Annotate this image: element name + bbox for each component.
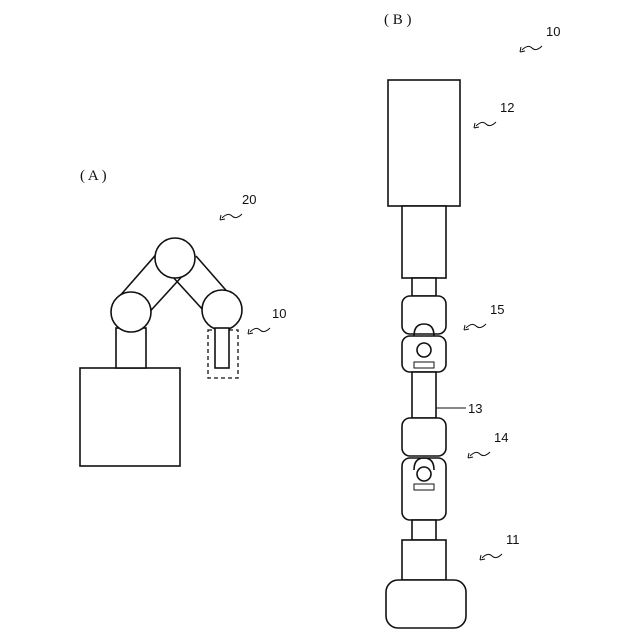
ref-11: 11 xyxy=(506,532,520,547)
robot-base xyxy=(80,368,180,466)
top-block xyxy=(388,80,460,206)
lower-universal-joint xyxy=(402,418,446,520)
bottom-base xyxy=(386,580,466,628)
ref-15: 15 xyxy=(490,302,504,317)
leader-10-b xyxy=(522,46,542,50)
lower-sleeve xyxy=(402,540,446,580)
panel-a-label: ( A ) xyxy=(80,168,107,184)
upper-neck xyxy=(412,278,436,296)
robot-wrist-joint xyxy=(202,290,242,330)
ref-10-b: 10 xyxy=(546,24,560,39)
panel-a: ( A ) 20 10 xyxy=(80,168,286,466)
upper-joint-yoke-top xyxy=(402,296,446,334)
ref-12: 12 xyxy=(500,100,514,115)
lower-joint-yoke-top xyxy=(402,418,446,456)
ref-13: 13 xyxy=(468,401,482,416)
leader-14 xyxy=(470,452,490,456)
ref-14: 14 xyxy=(494,430,508,445)
upper-joint-pin xyxy=(417,343,431,357)
robot-column xyxy=(116,328,146,368)
robot-shoulder-joint xyxy=(111,292,151,332)
leader-10-a xyxy=(250,328,270,332)
leader-15 xyxy=(466,324,486,328)
upper-universal-joint xyxy=(402,296,446,372)
middle-shaft xyxy=(412,372,436,418)
lower-neck xyxy=(412,520,436,540)
robot-elbow-joint xyxy=(155,238,195,278)
tool-body xyxy=(215,328,229,368)
leader-11 xyxy=(482,554,502,558)
upper-sleeve xyxy=(402,206,446,278)
panel-b: ( B ) 10 12 15 13 xyxy=(384,12,560,628)
ref-20: 20 xyxy=(242,192,256,207)
lower-joint-pin xyxy=(417,467,431,481)
leader-20 xyxy=(222,214,242,218)
leader-12 xyxy=(476,122,496,126)
ref-10-a: 10 xyxy=(272,306,286,321)
panel-b-label: ( B ) xyxy=(384,12,412,28)
